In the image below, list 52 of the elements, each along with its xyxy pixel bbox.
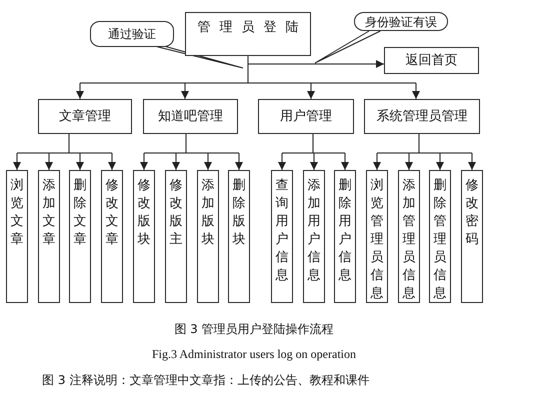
- arrow: [436, 152, 444, 170]
- arrow: [45, 152, 53, 170]
- arrow: [405, 152, 413, 170]
- arrow: [310, 152, 318, 170]
- process-box: 添加用户信息: [303, 170, 325, 303]
- caption: 图 3 管理员用户登陆操作流程: [173, 321, 335, 337]
- arrow: [307, 82, 315, 100]
- process-box: 添加版块: [197, 170, 219, 303]
- process-box: 修改文章: [101, 170, 123, 303]
- callout-bubble: 身份验证有误: [354, 12, 448, 31]
- arrow: [341, 152, 349, 170]
- process-box: 知道吧管理: [143, 99, 238, 134]
- arrow: [13, 152, 21, 170]
- caption: Fig.3 Administrator users log on operation: [151, 346, 357, 362]
- process-box: 添加文章: [38, 170, 60, 303]
- arrow: [278, 152, 286, 170]
- process-box: 系统管理员管理: [364, 99, 480, 134]
- arrow: [140, 152, 148, 170]
- process-box: 删除版块: [228, 170, 250, 303]
- process-box: 用户管理: [258, 99, 354, 134]
- process-box: 查询用户信息: [271, 170, 293, 303]
- arrow: [412, 82, 420, 100]
- arrow: [108, 152, 116, 170]
- process-box: 修改版主: [165, 170, 187, 303]
- arrow: [76, 152, 84, 170]
- arrow: [76, 82, 84, 100]
- process-box: 修改密码: [461, 170, 483, 303]
- connector-line: [80, 56, 416, 84]
- arrow: [248, 60, 384, 68]
- process-box: 浏览文章: [6, 170, 28, 303]
- note: 图 3 注释说明：文章管理中文章指：上传的公告、教程和课件: [42, 372, 370, 388]
- process-box: 添加管理员信息: [398, 170, 420, 303]
- connector-line: [376, 134, 472, 154]
- process-box: 浏览管理员信息: [366, 170, 388, 303]
- process-box: 删除管理员信息: [429, 170, 451, 303]
- arrow: [468, 152, 476, 170]
- leader-line: [156, 46, 244, 68]
- process-box: 文章管理: [38, 99, 132, 134]
- process-box: 修改版块: [133, 170, 155, 303]
- connector-line: [282, 134, 346, 154]
- process-box: 删除文章: [69, 170, 91, 303]
- arrow: [172, 152, 180, 170]
- arrow: [373, 152, 381, 170]
- process-box: 管理员登陆: [185, 12, 311, 56]
- process-box: 删除用户信息: [334, 170, 356, 303]
- connector-line: [144, 134, 240, 154]
- process-box: 返回首页: [384, 47, 479, 74]
- connector-line: [16, 134, 112, 154]
- callout-bubble: 通过验证: [90, 21, 174, 47]
- arrow: [204, 152, 212, 170]
- arrow: [235, 152, 243, 170]
- arrow: [181, 82, 189, 100]
